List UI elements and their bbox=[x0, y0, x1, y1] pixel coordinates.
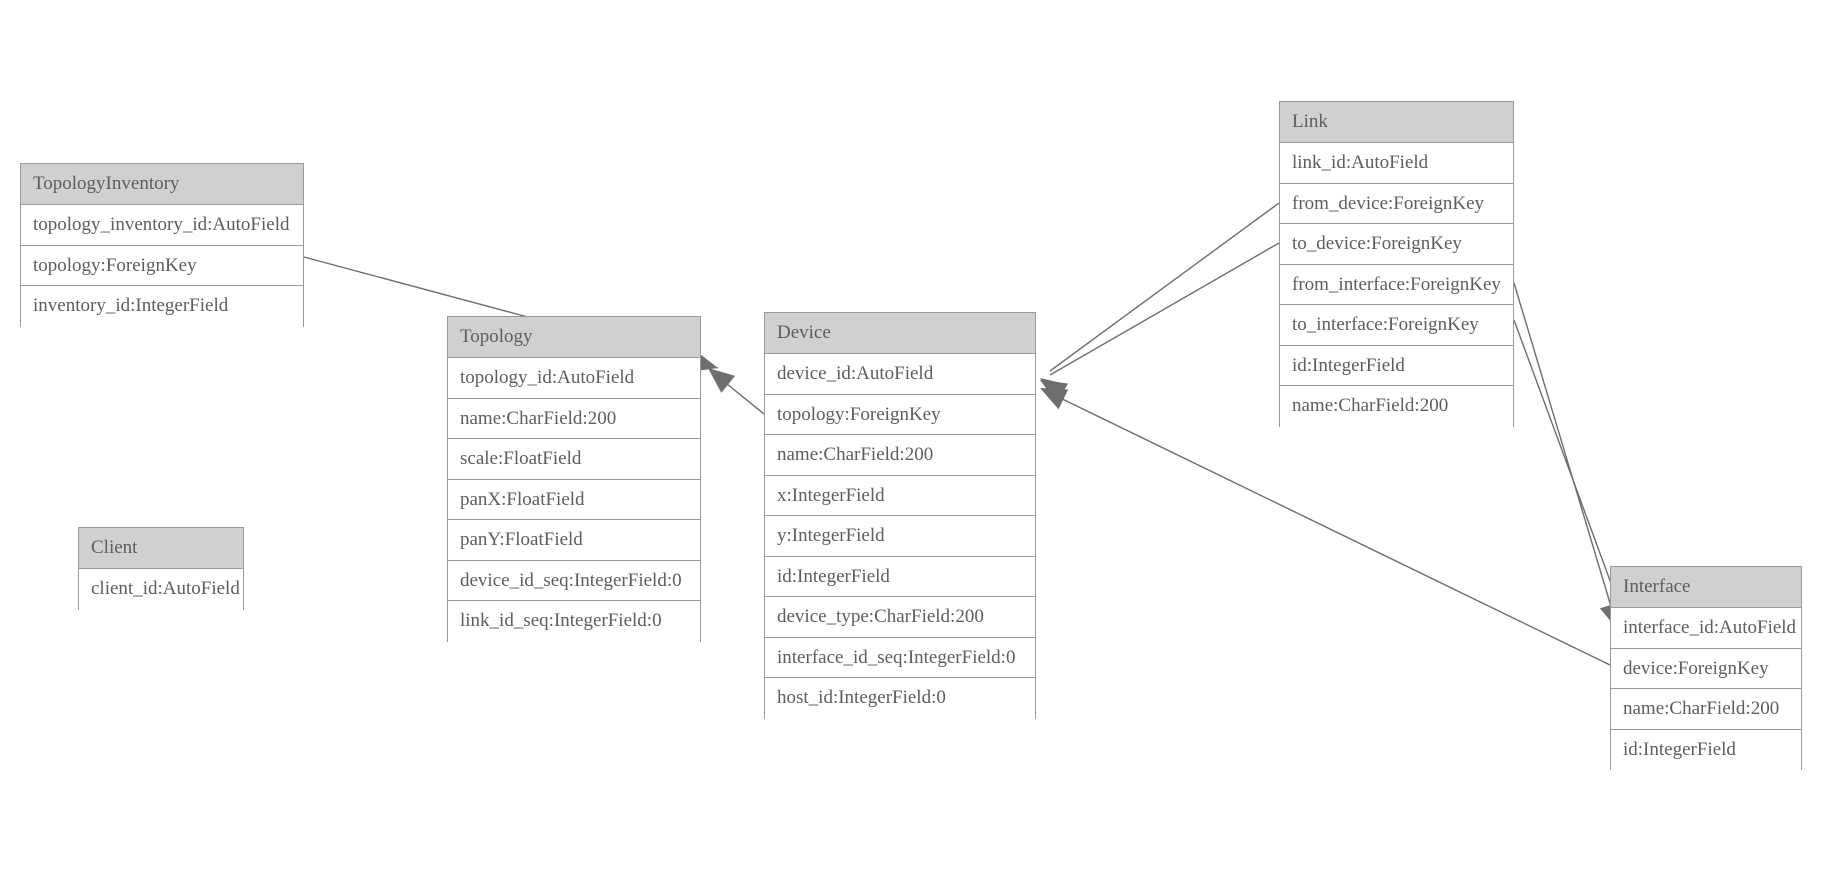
entity-field: name:CharField:200 bbox=[1280, 386, 1513, 427]
entity-field: device_type:CharField:200 bbox=[765, 597, 1035, 638]
entity-field: name:CharField:200 bbox=[1611, 689, 1801, 730]
entity-field: topology:ForeignKey bbox=[21, 245, 303, 286]
entity-field: id:IntegerField bbox=[1611, 729, 1801, 770]
entity-title: TopologyInventory bbox=[21, 164, 303, 205]
entity-field: interface_id:AutoField bbox=[1611, 608, 1801, 649]
entity-field: id:IntegerField bbox=[1280, 345, 1513, 386]
entity-field: client_id:AutoField bbox=[79, 569, 243, 610]
entity-field: topology_inventory_id:AutoField bbox=[21, 205, 303, 246]
entity-field: device_id_seq:IntegerField:0 bbox=[448, 560, 700, 601]
entity-field: device_id:AutoField bbox=[765, 354, 1035, 395]
entity-field: id:IntegerField bbox=[765, 556, 1035, 597]
entity-field: name:CharField:200 bbox=[765, 435, 1035, 476]
entity-field: name:CharField:200 bbox=[448, 398, 700, 439]
entity-title: Topology bbox=[448, 317, 700, 358]
entity-field: panX:FloatField bbox=[448, 479, 700, 520]
entity-field: panY:FloatField bbox=[448, 520, 700, 561]
entity-field: inventory_id:IntegerField bbox=[21, 286, 303, 327]
entity-field: y:IntegerField bbox=[765, 516, 1035, 557]
relationship-edge bbox=[1040, 242, 1280, 403]
entity-title: Link bbox=[1280, 102, 1513, 143]
entity-field: device:ForeignKey bbox=[1611, 648, 1801, 689]
entity-title: Client bbox=[79, 528, 243, 569]
edge-arrowhead bbox=[1040, 388, 1069, 410]
entity-field: topology_id:AutoField bbox=[448, 358, 700, 399]
entity-field: scale:FloatField bbox=[448, 439, 700, 480]
relationship-edge bbox=[708, 368, 765, 415]
entity-field: to_interface:ForeignKey bbox=[1280, 305, 1513, 346]
entity-title: Interface bbox=[1611, 567, 1801, 608]
edge-arrowhead bbox=[708, 368, 736, 393]
entity-field: from_device:ForeignKey bbox=[1280, 183, 1513, 224]
edge-arrowhead bbox=[1040, 378, 1068, 403]
entity-field: interface_id_seq:IntegerField:0 bbox=[765, 637, 1035, 678]
entity-title: Device bbox=[765, 313, 1035, 354]
entity-field: link_id:AutoField bbox=[1280, 143, 1513, 184]
edge-arrowhead bbox=[1040, 380, 1069, 403]
entity-field: x:IntegerField bbox=[765, 475, 1035, 516]
relationship-edge bbox=[1040, 202, 1280, 403]
entity-field: link_id_seq:IntegerField:0 bbox=[448, 601, 700, 642]
entity-field: topology:ForeignKey bbox=[765, 394, 1035, 435]
entity-field: host_id:IntegerField:0 bbox=[765, 678, 1035, 719]
entity-field: from_interface:ForeignKey bbox=[1280, 264, 1513, 305]
entity-field: to_device:ForeignKey bbox=[1280, 224, 1513, 265]
